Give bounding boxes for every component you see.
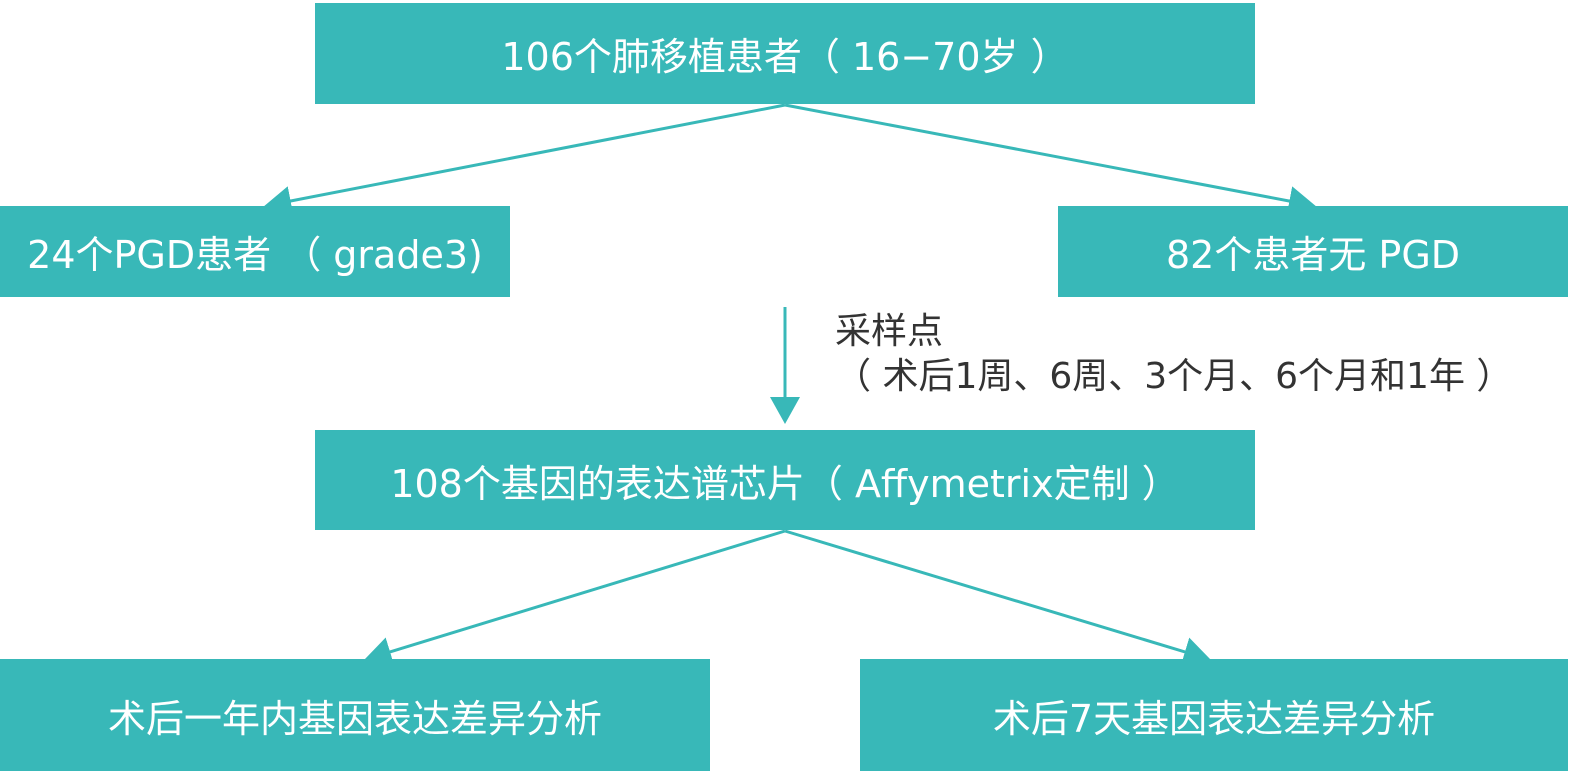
- within-year-analysis-box: 术后一年内基因表达差异分析: [0, 659, 710, 771]
- day7-analysis-label: 术后7天基因表达差异分析: [992, 696, 1436, 741]
- sampling-note-title: 采样点: [835, 311, 944, 352]
- patients-box: 106个肺移植患者（ 16−70岁 ）: [315, 3, 1255, 104]
- connector-top-to-pgd: [264, 103, 786, 216]
- pgd-patients-label: 24个PGD患者 （ grade3): [27, 233, 483, 277]
- connector-chip-to-within-year: [364, 529, 786, 667]
- expression-chip-label: 108个基因的表达谱芯片（ Affymetrix定制 ）: [390, 461, 1180, 506]
- patients-label: 106个肺移植患者（ 16−70岁 ）: [501, 35, 1069, 79]
- within-year-analysis-label: 术后一年内基因表达差异分析: [107, 696, 602, 741]
- expression-chip-box: 108个基因的表达谱芯片（ Affymetrix定制 ）: [315, 430, 1255, 530]
- sampling-note-detail: （ 术后1周、6周、3个月、6个月和1年 ）: [835, 356, 1513, 397]
- pgd-patients-box: 24个PGD患者 （ grade3): [0, 206, 510, 297]
- connector-chip-to-day7: [784, 529, 1211, 667]
- no-pgd-patients-label: 82个患者无 PGD: [1165, 233, 1461, 277]
- connector-top-to-no-pgd: [784, 103, 1316, 216]
- no-pgd-patients-box: 82个患者无 PGD: [1058, 206, 1568, 297]
- day7-analysis-box: 术后7天基因表达差异分析: [860, 659, 1568, 771]
